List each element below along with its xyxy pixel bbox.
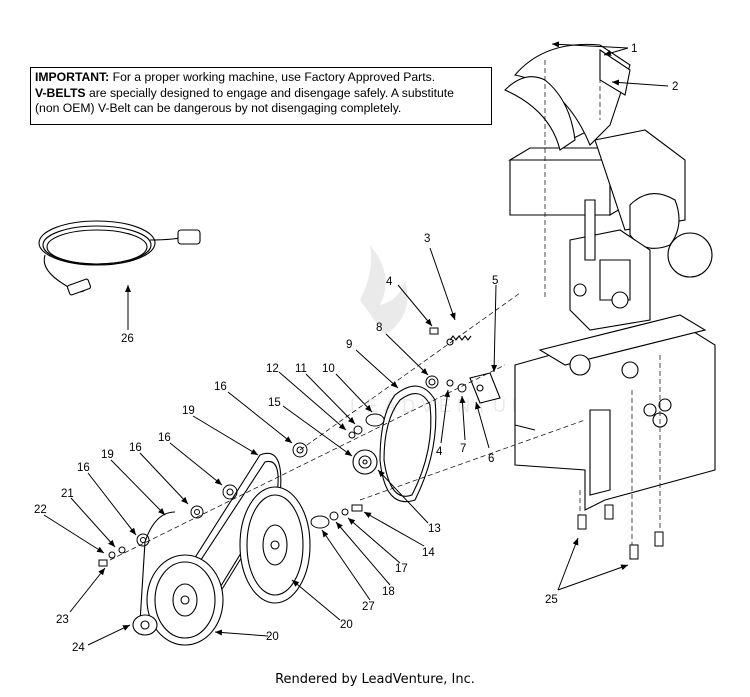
callout-24: 24 <box>72 642 85 654</box>
leader-lines <box>43 41 669 646</box>
callout-26: 26 <box>121 333 134 345</box>
callout-5: 5 <box>492 275 498 287</box>
callout-3: 3 <box>424 233 430 245</box>
callout-4a: 4 <box>386 276 393 288</box>
callout-9: 9 <box>346 339 352 351</box>
callout-21: 21 <box>61 488 74 500</box>
belt-cover <box>504 43 631 151</box>
notice-line1: For a proper working machine, use Factor… <box>109 70 436 84</box>
callout-27: 27 <box>362 601 375 613</box>
notice-line3: (non OEM) V-Belt can be dangerous by not… <box>35 101 402 115</box>
callout-16b: 16 <box>158 432 171 444</box>
watermark-text: LEADVENTURE <box>350 396 549 416</box>
callout-11: 11 <box>295 363 307 375</box>
bracket <box>469 372 501 404</box>
callout-1: 1 <box>631 43 637 55</box>
callout-22: 22 <box>34 504 47 516</box>
callout-23: 23 <box>56 614 69 626</box>
idler-pulley <box>352 449 378 475</box>
callout-15: 15 <box>268 397 281 409</box>
callout-16c: 16 <box>129 442 142 454</box>
v-belt-upper <box>379 385 437 503</box>
drive-pulley-left <box>146 554 224 646</box>
callout-14: 14 <box>422 547 435 559</box>
callout-19b: 19 <box>101 449 114 461</box>
callout-8: 8 <box>376 322 382 334</box>
power-cord <box>38 220 201 296</box>
callout-18: 18 <box>382 586 395 598</box>
footer-credit: Rendered by LeadVenture, Inc. <box>275 672 475 687</box>
callout-10: 10 <box>322 363 335 375</box>
important-notice: IMPORTANT: For a proper working machine,… <box>30 67 492 125</box>
notice-heading: IMPORTANT: <box>35 70 110 84</box>
callout-20a: 20 <box>266 631 279 643</box>
callout-7: 7 <box>460 443 466 455</box>
callout-19a: 19 <box>182 405 195 417</box>
spring <box>446 335 472 346</box>
callout-13: 13 <box>428 523 441 535</box>
drive-pulley-right <box>239 486 311 604</box>
callout-20b: 20 <box>340 619 353 631</box>
notice-line2: are specially designed to engage and dis… <box>85 85 454 100</box>
callout-16a: 16 <box>214 381 227 393</box>
pulley-hub <box>132 614 158 636</box>
callout-2: 2 <box>672 81 678 93</box>
assembly-lines <box>109 60 661 561</box>
callout-16d: 16 <box>77 462 90 474</box>
callout-12: 12 <box>266 363 279 375</box>
callout-6: 6 <box>488 453 494 465</box>
frame-plate <box>514 314 716 511</box>
watermark: LEADVENTURE <box>350 245 549 416</box>
callout-4b: 4 <box>436 446 443 458</box>
callout-25: 25 <box>545 594 558 606</box>
callout-labels: 1 2 3 4 5 8 9 10 11 12 15 16 16 19 16 19… <box>34 43 678 654</box>
frame-bolts <box>577 504 664 560</box>
notice-vbelts: V-BELTS <box>35 85 86 100</box>
callout-17: 17 <box>395 563 408 575</box>
